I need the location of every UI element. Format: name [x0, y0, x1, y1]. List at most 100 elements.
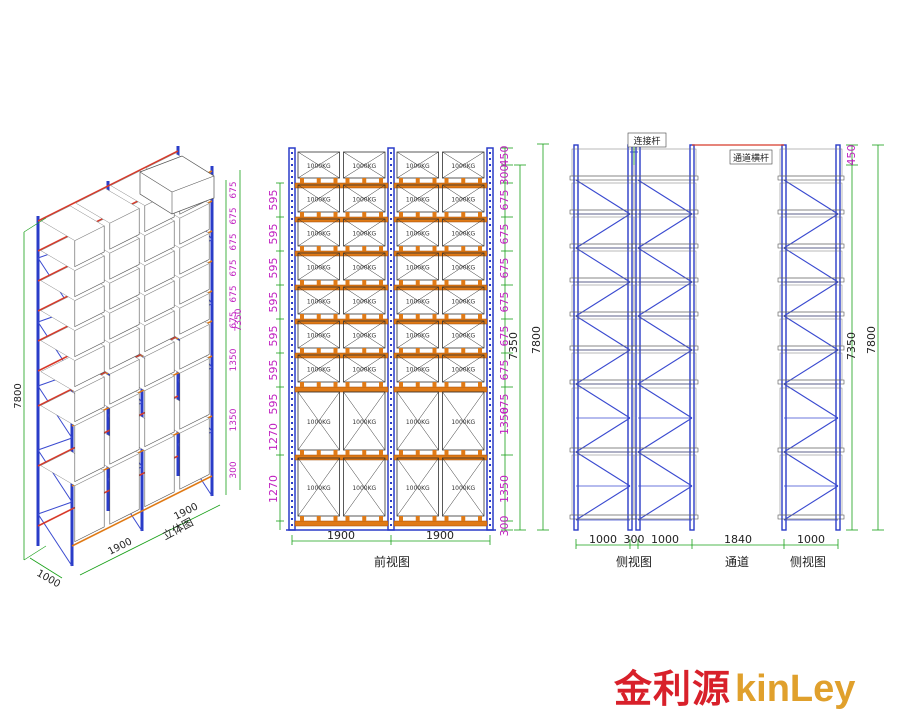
upright-hole	[390, 188, 392, 190]
side-pallet	[633, 148, 697, 177]
upright-hole	[390, 314, 392, 316]
upright-hole	[489, 242, 491, 244]
pallet-block	[478, 314, 482, 319]
iso-pallet-top	[40, 390, 105, 426]
dim-text: 1900	[426, 529, 454, 542]
box-diagonal	[442, 218, 485, 247]
pallet-block	[432, 382, 437, 387]
upright-hole	[489, 374, 491, 376]
side-brace	[783, 315, 839, 351]
side-brace	[575, 383, 631, 419]
upright-hole	[489, 446, 491, 448]
box-diagonal	[396, 457, 439, 517]
left-dim-text: 595	[267, 326, 280, 347]
side-brace	[575, 417, 631, 453]
side-brace	[783, 247, 839, 283]
upright-hole	[489, 350, 491, 352]
upright-hole	[390, 236, 392, 238]
upright-hole	[291, 332, 293, 334]
pallet-block	[333, 348, 338, 353]
upright-hole	[489, 260, 491, 262]
upright-hole	[390, 296, 392, 298]
pallet-block	[432, 212, 437, 217]
company-logo: 金利源 kinLey	[614, 662, 855, 712]
box-label: 1000KG	[451, 163, 475, 170]
upright-hole	[291, 242, 293, 244]
pallet-block	[362, 178, 367, 183]
upright-hole	[489, 248, 491, 250]
pallet-block	[345, 212, 350, 217]
upright-hole	[390, 452, 392, 454]
side-pallet	[571, 454, 635, 516]
iso-brace	[37, 437, 73, 451]
upright-hole	[489, 422, 491, 424]
upright-hole	[291, 488, 293, 490]
pallet-block	[345, 314, 350, 319]
upright-hole	[390, 392, 392, 394]
upright-hole	[291, 260, 293, 262]
upright-hole	[489, 272, 491, 274]
front-beam	[294, 250, 389, 257]
upright-hole	[489, 266, 491, 268]
pallet-block	[399, 516, 403, 521]
side-beam	[777, 175, 845, 181]
box-diagonal	[442, 391, 485, 451]
right-dim-text: 300	[498, 165, 511, 186]
upright-hole	[390, 284, 392, 286]
upright-hole	[489, 308, 491, 310]
box-label: 1000KG	[451, 265, 475, 272]
box-diagonal	[396, 286, 439, 315]
box-diagonal	[442, 457, 485, 517]
side-upright	[781, 144, 787, 531]
upright-hole	[291, 440, 293, 442]
pallet-block	[461, 348, 466, 353]
upright-hole	[390, 290, 392, 292]
pallet-block	[362, 348, 367, 353]
side-brace	[637, 485, 693, 521]
pallet-block	[432, 516, 437, 521]
box-diagonal	[297, 218, 340, 247]
pallet-block	[478, 178, 482, 183]
upright-hole	[291, 434, 293, 436]
upright-hole	[390, 302, 392, 304]
side-pallet	[779, 318, 843, 347]
pallet-block	[444, 314, 449, 319]
front-beam	[393, 318, 488, 325]
upright-hole	[489, 488, 491, 490]
pallet-block	[316, 348, 321, 353]
upright-hole	[489, 158, 491, 160]
pallet-block	[379, 516, 383, 521]
upright-hole	[390, 416, 392, 418]
pallet-block	[432, 450, 437, 455]
pallet-block	[362, 382, 367, 387]
upright-hole	[291, 158, 293, 160]
upright-hole	[390, 224, 392, 226]
left-dim-text: 595	[267, 224, 280, 245]
pallet-block	[399, 246, 403, 251]
pallet-block	[316, 178, 321, 183]
iso-top-box-edge	[139, 171, 173, 193]
pallet-block	[345, 178, 350, 183]
box-label: 1000KG	[307, 367, 331, 374]
box-label: 1000KG	[307, 163, 331, 170]
box-label: 1000KG	[352, 197, 376, 204]
side-brace	[637, 451, 693, 487]
front-beam	[294, 318, 389, 325]
pallet-block	[415, 382, 420, 387]
upright-hole	[291, 218, 293, 220]
logo-chinese-text: 金利源	[614, 667, 732, 711]
pallet-block	[444, 516, 449, 521]
pallet-block	[432, 314, 437, 319]
pallet-block	[461, 178, 466, 183]
side-brace	[575, 315, 631, 351]
box-diagonal	[396, 354, 439, 383]
top-dim-text: 450	[845, 145, 858, 166]
upright-hole	[390, 458, 392, 460]
box-label: 1000KG	[451, 485, 475, 492]
dim-line	[29, 557, 63, 579]
upright-hole	[489, 380, 491, 382]
box-label: 1000KG	[352, 231, 376, 238]
upright-hole	[390, 368, 392, 370]
pallet-block	[333, 212, 338, 217]
